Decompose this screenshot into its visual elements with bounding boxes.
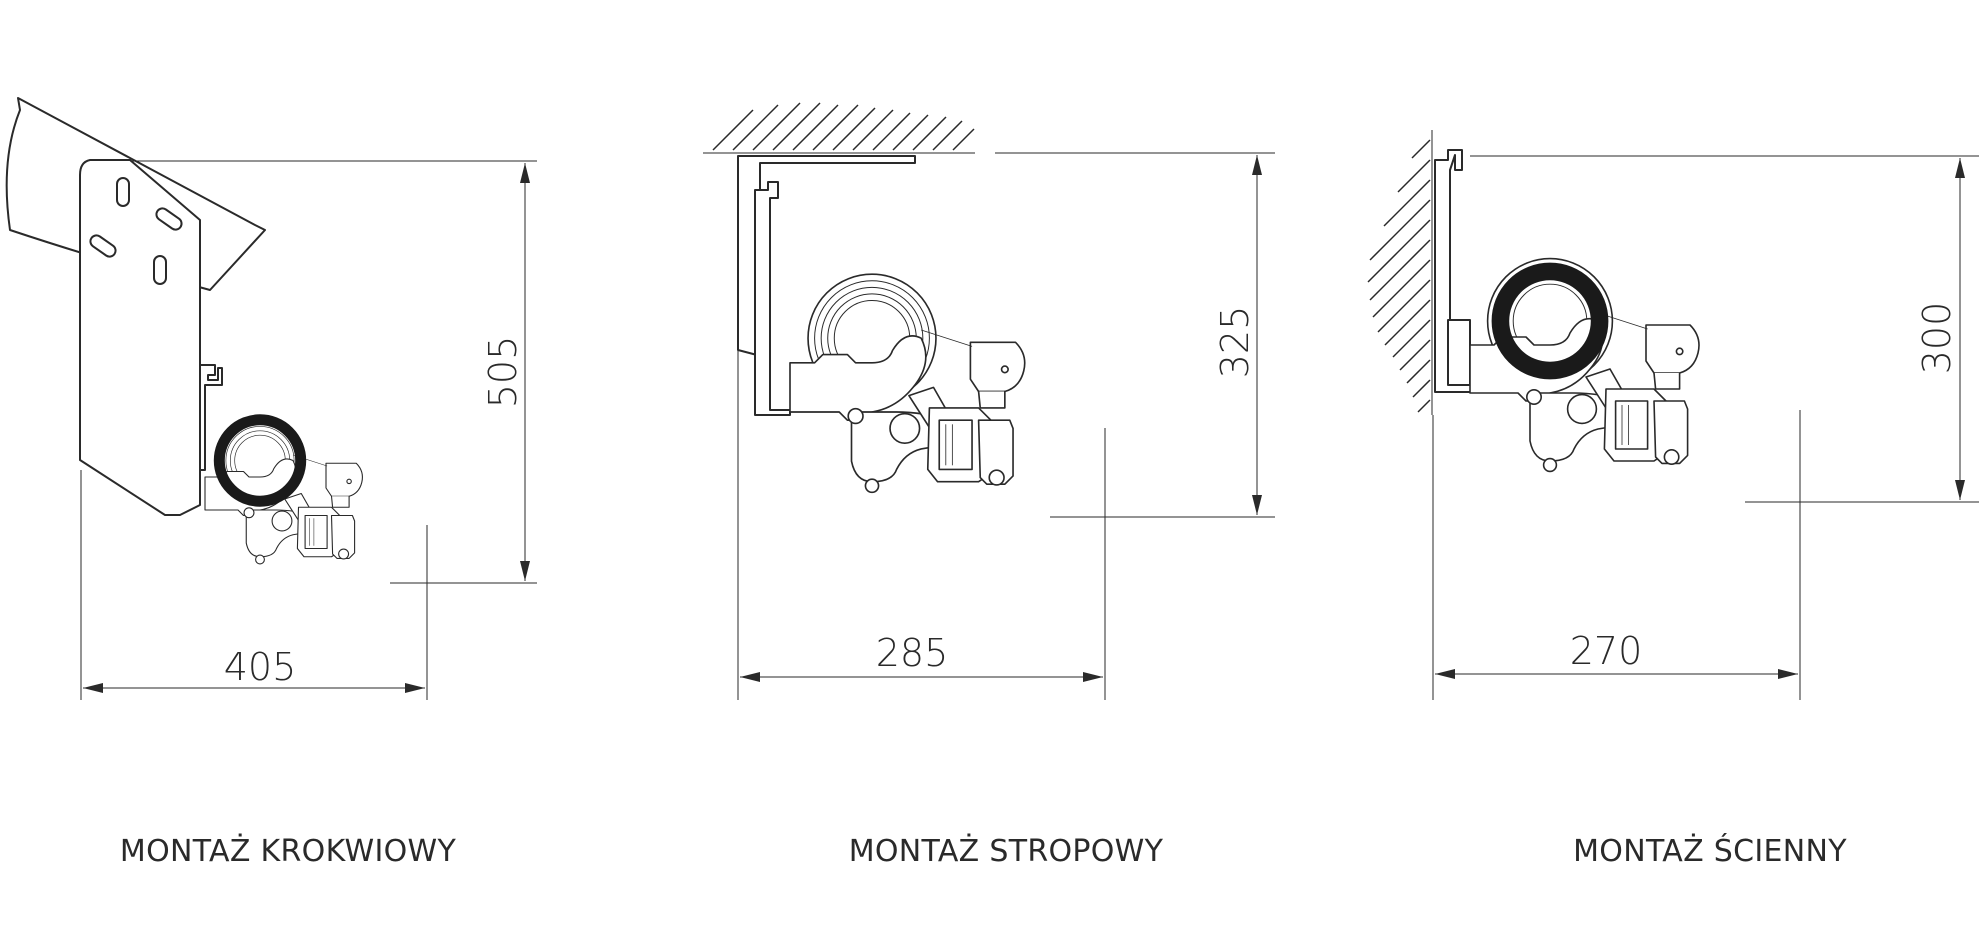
dimension-width-krokwiowy: 405 bbox=[224, 645, 297, 689]
dimension-width-scienny: 270 bbox=[1570, 629, 1643, 673]
view-ceiling-mount: 325 285 bbox=[703, 102, 1275, 700]
view-wall-mount: 300 270 bbox=[1367, 130, 1979, 700]
rafter-mounting-plate bbox=[79, 159, 201, 516]
mechanism-stropowy bbox=[789, 273, 1026, 494]
caption-krokwiowy: MONTAŻ KROKWIOWY bbox=[119, 834, 457, 869]
wall-hatch bbox=[1367, 139, 1431, 413]
mechanism-krokwiowy bbox=[204, 414, 363, 565]
caption-scienny: MONTAŻ ŚCIENNY bbox=[1573, 834, 1847, 869]
dimension-height-scienny: 300 bbox=[1915, 302, 1959, 375]
ceiling-hatch bbox=[712, 102, 975, 151]
mechanism-scienny bbox=[1469, 257, 1700, 473]
dimension-height-krokwiowy: 505 bbox=[481, 336, 525, 409]
caption-stropowy: MONTAŻ STROPOWY bbox=[848, 834, 1164, 869]
view-rafter-mount: 505 405 bbox=[5, 97, 537, 700]
dimension-height-stropowy: 325 bbox=[1213, 306, 1257, 379]
dimension-width-stropowy: 285 bbox=[876, 631, 949, 675]
